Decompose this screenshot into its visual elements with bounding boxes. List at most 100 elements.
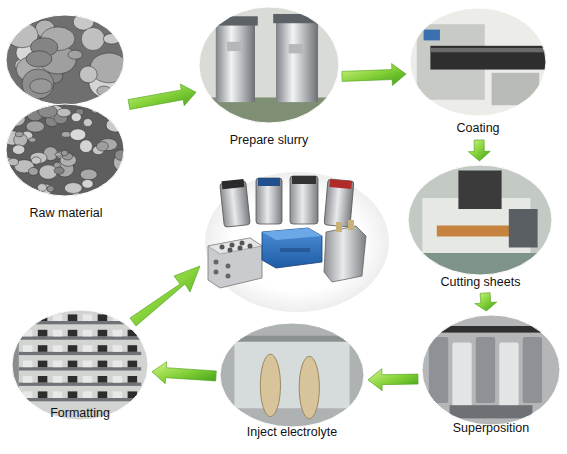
- particle: [64, 183, 82, 194]
- particle: [31, 157, 41, 164]
- photo-detail: [68, 376, 78, 383]
- photo-ellipse: [408, 5, 548, 138]
- ellipse-border: [12, 310, 148, 420]
- photo-detail: [220, 323, 364, 427]
- cell-cap: [329, 179, 352, 189]
- photo-detail: [452, 343, 471, 409]
- particle: [47, 186, 54, 193]
- particle: [115, 150, 127, 160]
- particle: [61, 132, 71, 138]
- photo-detail: [83, 391, 93, 398]
- photo-detail: [98, 361, 108, 368]
- photo: [5, 12, 127, 115]
- photo-detail: [53, 376, 63, 383]
- photo-detail: [23, 345, 33, 352]
- photo-detail: [227, 42, 241, 51]
- photo-detail: [83, 314, 93, 321]
- photo-detail: [12, 310, 19, 420]
- photo: [199, 7, 339, 123]
- flow-arrow: [152, 362, 216, 384]
- photo-detail: [68, 330, 78, 337]
- photo-detail: [234, 335, 349, 408]
- photo-detail: [128, 345, 138, 352]
- photo-detail: [23, 376, 33, 383]
- photo: [12, 310, 148, 420]
- photo-detail: [216, 21, 255, 102]
- photo-detail: [113, 376, 123, 383]
- photo-detail: [408, 253, 552, 275]
- photo-detail: [38, 376, 48, 383]
- photo-detail: [53, 330, 63, 337]
- photo-detail: [83, 345, 93, 352]
- particle: [103, 103, 111, 109]
- step-label: Superposition: [420, 421, 562, 436]
- photo-detail: [98, 330, 108, 337]
- photo-ellipse: [218, 320, 366, 442]
- particle: [80, 140, 93, 153]
- silver-battery-pack: [324, 220, 366, 282]
- photo-detail: [83, 361, 93, 368]
- photo-detail: [53, 361, 63, 368]
- particle: [37, 184, 46, 192]
- step-label: Cutting sheets: [408, 275, 553, 290]
- process-step: Coating: [408, 5, 548, 138]
- flow-arrow: [130, 266, 200, 326]
- particle: [70, 129, 86, 141]
- photo-detail: [68, 361, 78, 368]
- photo: [220, 323, 364, 427]
- photo-detail: [113, 345, 123, 352]
- ellipse-border: [220, 323, 364, 427]
- photo-detail: [98, 345, 108, 352]
- particle: [26, 121, 44, 132]
- photo-detail: [38, 391, 48, 398]
- photo-detail: [53, 391, 63, 398]
- particle: [26, 51, 52, 67]
- photo: [422, 315, 560, 425]
- photo-detail: [53, 314, 63, 321]
- particle: [83, 118, 92, 126]
- prismatic-cell: [256, 178, 282, 224]
- photo-detail: [476, 337, 495, 403]
- cell-cap: [258, 178, 280, 186]
- process-step: Cutting sheets: [408, 163, 553, 291]
- particle: [68, 50, 82, 59]
- photo-detail: [19, 336, 141, 339]
- process-step: Superposition: [420, 313, 562, 443]
- ellipse-border: [6, 15, 124, 105]
- photo-detail: [19, 352, 141, 355]
- step-label: Prepare slurry: [198, 133, 340, 148]
- photo-detail: [23, 361, 33, 368]
- particle: [15, 132, 23, 137]
- particle: [30, 152, 47, 163]
- photo-detail: [273, 14, 321, 23]
- prismatic-cell: [324, 179, 354, 227]
- photo-detail: [499, 343, 518, 409]
- blue-battery-pack: [262, 228, 322, 268]
- photo-detail: [509, 209, 538, 248]
- flow-arrow: [368, 369, 418, 391]
- particle: [29, 138, 36, 143]
- photo-detail: [422, 315, 560, 425]
- particle: [116, 174, 127, 183]
- glove: [299, 356, 319, 418]
- photo-detail: [128, 361, 138, 368]
- particle: [106, 188, 115, 195]
- photo-ellipse: [408, 163, 553, 291]
- cell-cap: [222, 179, 245, 189]
- photo-detail: [234, 335, 349, 341]
- photo-detail: [492, 73, 540, 105]
- flow-arrow: [468, 140, 490, 161]
- cell-module: [208, 238, 262, 288]
- photo-detail: [23, 314, 33, 321]
- particle: [55, 153, 61, 157]
- step-label: Inject electrolyte: [218, 425, 366, 440]
- particle: [57, 108, 71, 117]
- particle: [13, 181, 26, 193]
- photo: [408, 165, 552, 275]
- particle: [97, 142, 109, 151]
- photo-detail: [98, 314, 108, 321]
- particle: [5, 172, 15, 190]
- particle: [106, 118, 126, 132]
